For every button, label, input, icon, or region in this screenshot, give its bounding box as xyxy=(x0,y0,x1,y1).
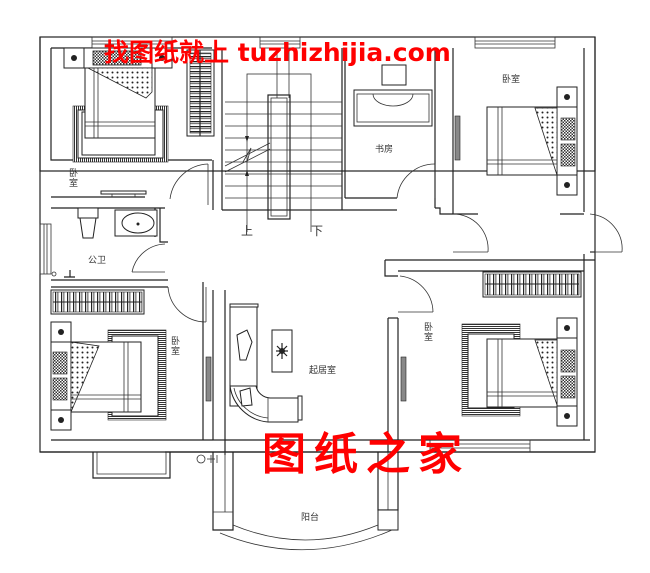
doors xyxy=(131,163,623,323)
watermark-top: 找图纸就上 tuzhizhijia.com xyxy=(104,38,451,67)
room-label-study: 书房 xyxy=(375,145,394,155)
bedroom-top-left-furniture xyxy=(63,47,215,197)
study-furniture xyxy=(353,64,461,161)
room-label-balcony: 阳台 xyxy=(301,513,320,523)
bedroom-bottom-right-furniture xyxy=(461,271,582,427)
stairs-up-label: 上 xyxy=(241,224,254,238)
staircase xyxy=(224,48,342,232)
room-label-bedroom-bottom-left: 卧室 xyxy=(169,336,179,356)
stairs-down-label: 下 xyxy=(311,224,324,238)
bay-window xyxy=(92,452,171,479)
bedroom-bottom-left-furniture xyxy=(50,289,212,431)
room-label-bathroom: 公卫 xyxy=(88,256,107,266)
bathroom-fixtures xyxy=(51,207,158,278)
room-label-bedroom-bottom-right: 卧室 xyxy=(422,322,432,342)
room-label-bedroom-top-right: 卧室 xyxy=(502,75,521,85)
balcony xyxy=(196,452,399,551)
interior-walls xyxy=(51,48,595,455)
bedroom-top-right-furniture xyxy=(486,86,578,196)
room-label-bedroom-top-left: 卧室 xyxy=(67,168,77,188)
watermark-bottom: 图纸之家 xyxy=(262,429,470,480)
room-label-living-room: 起居室 xyxy=(309,366,337,376)
living-room-furniture xyxy=(229,303,407,423)
